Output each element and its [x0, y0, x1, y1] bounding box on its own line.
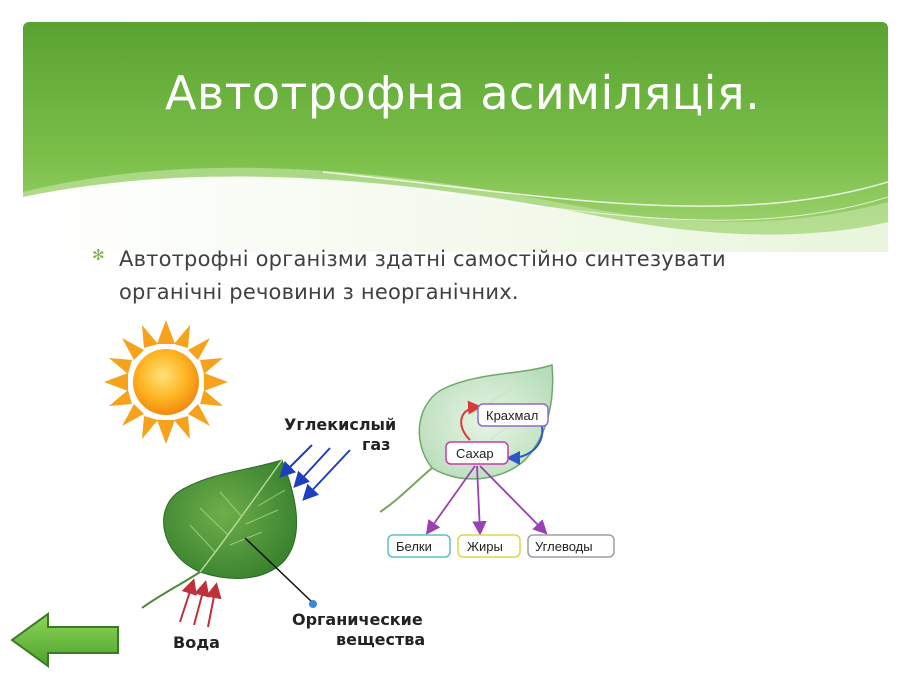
sun-icon: [104, 320, 228, 444]
starch-box: [477, 403, 549, 427]
starch-label: Крахмал: [486, 408, 538, 423]
co2-arrows: [279, 444, 351, 501]
proteins-label: Белки: [396, 539, 432, 554]
carbs-box: [527, 534, 615, 558]
proteins-box: [387, 534, 451, 558]
product-arrows: [425, 465, 548, 536]
sugar-label: Сахар: [456, 446, 494, 461]
organic-dot: [309, 600, 317, 608]
header-banner: [23, 22, 888, 252]
back-button[interactable]: [10, 612, 122, 668]
back-arrow-icon: [10, 612, 119, 668]
photosynthesis-diagram: Углекислый газ Вода Органические веществ…: [104, 320, 615, 652]
sugar-box: [445, 441, 509, 465]
organic-pointer-line: [244, 537, 313, 603]
chloroplast-leaf: [379, 364, 554, 513]
organic-label-line2: вещества: [336, 630, 425, 649]
carbs-label: Углеводы: [535, 539, 593, 554]
slide-title: Автотрофна асиміляція.: [165, 66, 761, 120]
organic-label-line1: Органические: [292, 610, 423, 629]
fats-label: Жиры: [467, 539, 503, 554]
bullet-star-icon: ✻: [92, 246, 105, 264]
water-arrows: [179, 578, 222, 628]
water-label: Вода: [173, 633, 220, 652]
leaf-icon: [141, 459, 298, 609]
co2-label-line1: Углекислый: [284, 415, 396, 434]
fats-box: [457, 534, 521, 558]
bullet-text: Автотрофні організми здатні самостійно с…: [119, 247, 726, 304]
cycle-arrow-red: [460, 400, 482, 441]
bullet-item: ✻ Автотрофні організми здатні самостійно…: [92, 243, 832, 309]
co2-label-line2: газ: [362, 435, 390, 454]
